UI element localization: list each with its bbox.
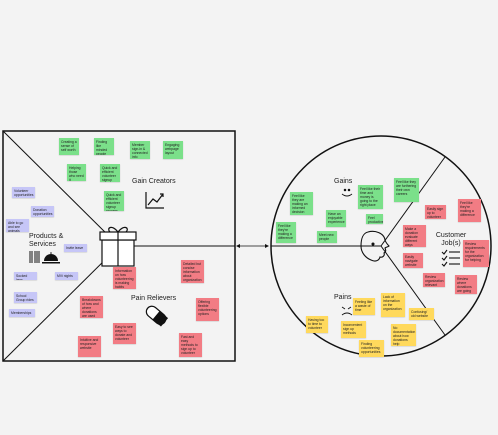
pain-reliever-note[interactable]: Information on how volunteering is makin…: [113, 267, 136, 289]
pains-label: Pains: [334, 294, 352, 301]
arrowhead-left-icon: [236, 244, 240, 248]
pain-note[interactable]: Confusing/ old website: [409, 308, 434, 320]
barcode-icon: [29, 251, 40, 263]
customer-profile-divider-bottom: [380, 245, 446, 336]
job-note[interactable]: Easily navigate website: [403, 253, 423, 268]
pain-reliever-note[interactable]: Offering flexible volunteering options: [196, 298, 219, 321]
gain-creator-note[interactable]: Engaging webpage layout: [163, 141, 183, 159]
products-services-label: Products & Services: [29, 233, 64, 248]
product-note[interactable]: Memberships: [9, 309, 35, 317]
pain-note[interactable]: Lack of information on the organization: [381, 293, 405, 317]
gain-creator-note[interactable]: Finding like minded people: [94, 138, 114, 155]
pill-icon: [145, 305, 169, 327]
chart-growth-icon: [145, 192, 164, 209]
job-note[interactable]: Easily sign up to volunteer: [425, 205, 446, 219]
gain-note[interactable]: Have an enjoyable experience: [326, 210, 346, 227]
job-note[interactable]: Feel like they're making a difference: [458, 199, 481, 222]
gain-creator-note[interactable]: Quick and efficient volunteer signup pro…: [104, 191, 124, 211]
product-note[interactable]: Donation opportunities: [31, 206, 54, 217]
service-bell-icon: [42, 252, 60, 264]
gain-creator-note[interactable]: Quick and efficient volunteer signup pro…: [100, 164, 120, 182]
job-note[interactable]: Review organization relevant: [423, 273, 445, 287]
gain-note[interactable]: Meet new people: [317, 231, 337, 243]
smiley-icon: [341, 188, 353, 197]
value-map-divider-top: [2, 130, 120, 247]
sad-face-icon: [341, 306, 353, 316]
pain-note[interactable]: Inconvenient sign up methods: [341, 321, 366, 338]
gain-creator-note[interactable]: Helping those who need it: [67, 164, 86, 181]
product-note[interactable]: MVi nights: [55, 272, 78, 280]
pain-note[interactable]: Feeling like a waste of time: [353, 298, 375, 315]
gift-icon: [99, 226, 137, 267]
gains-label: Gains: [334, 178, 353, 185]
gain-creator-note[interactable]: Creating a sense of self worth: [59, 138, 79, 155]
customer-head-icon: [360, 230, 390, 262]
pain-reliever-note[interactable]: Easy to see ways to donate and volunteer: [113, 323, 136, 344]
gain-note[interactable]: Feel productive: [366, 214, 383, 224]
checklist-icon: [441, 249, 460, 267]
pain-relievers-label: Pain Relievers: [131, 295, 177, 302]
pain-note[interactable]: Having too to time to volunteer: [306, 316, 328, 333]
product-note[interactable]: Invite leave: [64, 244, 87, 252]
product-note[interactable]: Able to go and see animals: [6, 219, 29, 232]
pain-reliever-note[interactable]: Breakdowns of how and where donations ar…: [80, 296, 103, 318]
job-note[interactable]: Review where donations are going: [455, 275, 477, 294]
pain-note[interactable]: Finding volunteering opportunities: [359, 340, 384, 357]
pain-reliever-note[interactable]: Intuitive and responsive website: [78, 336, 101, 357]
gain-creators-label: Gain Creators: [132, 178, 176, 185]
arrowhead-right-icon: [265, 244, 269, 248]
gain-note[interactable]: Feel like they are making an informed de…: [290, 192, 313, 215]
job-note[interactable]: Make a donation evaluate different ways: [403, 225, 426, 247]
gain-note[interactable]: Feel like they are furthering their own …: [394, 178, 419, 202]
pain-note[interactable]: No documentation about how donations hel…: [391, 324, 416, 346]
pain-reliever-note[interactable]: Fast and easy methods to sign up to volu…: [179, 333, 202, 357]
value-map-divider-bottom: [2, 245, 120, 362]
gain-note[interactable]: Feel like their time and money is going …: [358, 185, 383, 209]
product-note[interactable]: School Group rides: [14, 292, 37, 303]
product-note[interactable]: Volunteer opportunities: [12, 187, 35, 198]
job-note[interactable]: Review requirements for the organization…: [463, 240, 489, 267]
gain-note[interactable]: Feel like they're making a difference: [276, 222, 296, 243]
product-note[interactable]: Socked laws: [14, 272, 37, 280]
gain-creator-note[interactable]: Member sign-in & connected info: [130, 141, 150, 159]
pain-reliever-note[interactable]: Detailed but concise information about o…: [181, 260, 204, 283]
customer-jobs-label: Customer Job(s): [435, 232, 467, 247]
